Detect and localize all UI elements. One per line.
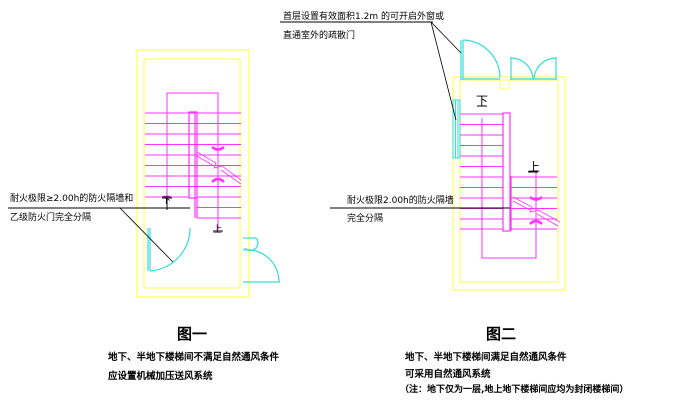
- fig1-arrow-down-icon: [211, 145, 225, 151]
- fig2-door-single: [460, 39, 501, 80]
- fig2-title: 图二: [486, 325, 517, 343]
- fig1-title: 图一: [177, 325, 208, 343]
- fig2-handrail: [502, 112, 512, 232]
- fig2-note-wall-line-1: 耐火极限2.00h的防火隔墙: [347, 196, 454, 206]
- fig2-caption-line-1: 地下、半地下楼梯间满足自然通风条件: [405, 352, 567, 363]
- fig2-arrow-up-icon: [529, 219, 543, 225]
- fig1-inner-wall: [143, 58, 241, 289]
- fig1-caption-line-1: 地下、半地下楼梯间不满足自然通风条件: [108, 352, 280, 363]
- fig1-label-down: 下: [162, 196, 172, 206]
- fig1-label-up: 上: [213, 225, 223, 235]
- fig2-inner-wall: [459, 79, 559, 283]
- fig2-note-top-line-2: 直通室外的疏散门: [283, 31, 356, 41]
- fig2-outer-wall: [452, 76, 566, 291]
- fig2-break-line: [512, 196, 561, 227]
- fig1-leader-diag: [119, 207, 174, 263]
- fig2-caption-line-3: （注：地下仅为一层,地上地下楼梯间应均为封闭楼梯间）: [400, 385, 629, 395]
- fig1-walk-line: [166, 92, 219, 230]
- fig1-treads: [145, 112, 241, 219]
- fig1-door-right: [242, 237, 280, 283]
- fig2-caption-line-2: 可采用自然通风系统: [405, 369, 491, 380]
- figure1-plan: [8, 49, 280, 298]
- fig1-arrow-up-icon: [211, 177, 225, 183]
- fig2-label-down: 下: [476, 94, 489, 108]
- fig2-door-double: [510, 57, 557, 80]
- fig1-door-left: [147, 227, 191, 272]
- fig1-outer-wall: [136, 49, 250, 298]
- figure2-plan: [280, 21, 566, 291]
- fig1-note-line-1: 耐火极限≥2.00h的防火隔墙和: [10, 194, 134, 204]
- fig2-note-top-line-1: 首层设置有效面积1.2m 的可开启外窗或: [283, 12, 444, 22]
- fig1-caption-line-2: 应设置机械加压送风系统: [108, 371, 213, 382]
- fig2-walk-line: [481, 118, 537, 259]
- fig1-note-line-2: 乙级防火门完全分隔: [10, 213, 92, 223]
- fig2-label-up: 上: [528, 160, 541, 174]
- fig1-break-line: [196, 151, 242, 185]
- fig1-handrail: [188, 111, 198, 218]
- fig2-note-wall-line-2: 完全分隔: [347, 214, 384, 224]
- fig2-window: [452, 99, 461, 159]
- fig2-arrow-down-icon: [529, 195, 543, 201]
